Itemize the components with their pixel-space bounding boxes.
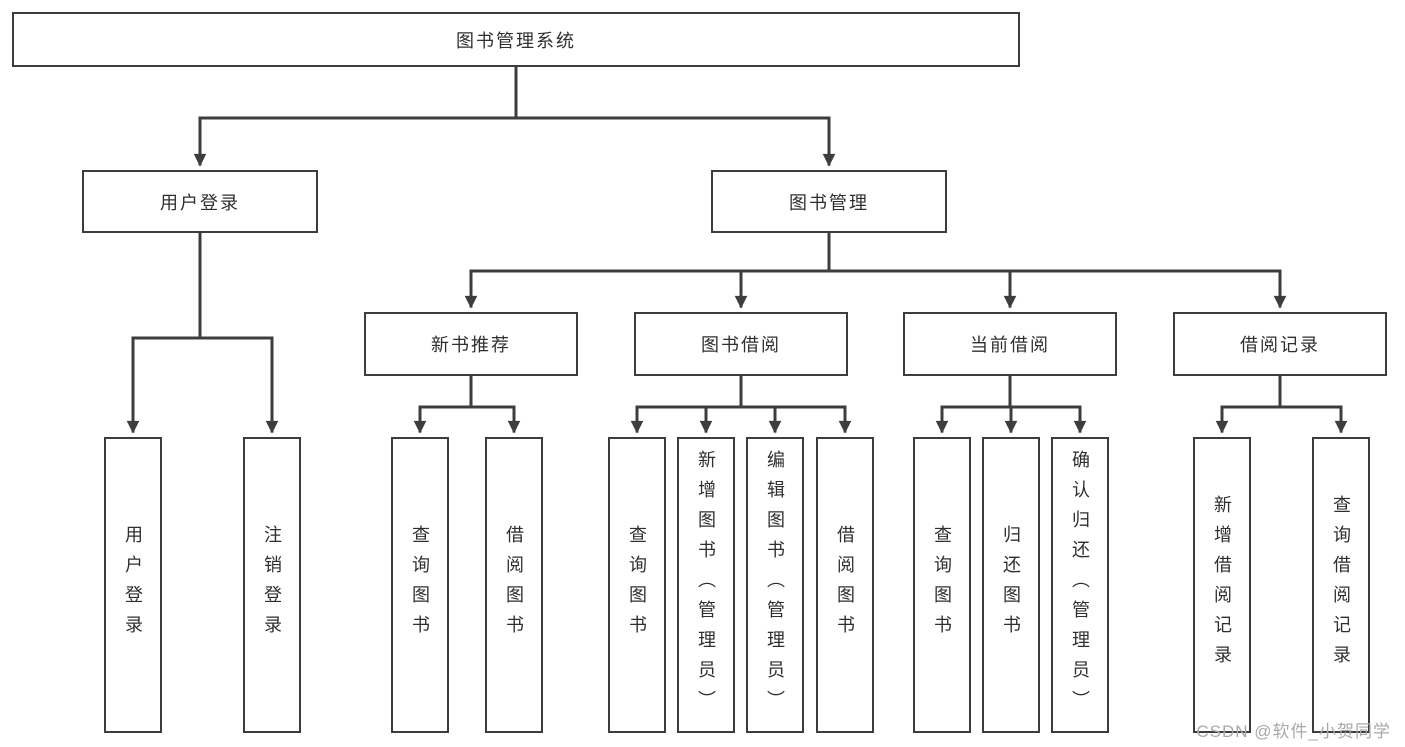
leaf-borrow-books: 借阅图书	[485, 437, 543, 733]
leaf-query-books: 查询图书	[391, 437, 449, 733]
node-new-book-recommend: 新书推荐	[364, 312, 578, 376]
leaf-logout: 注销登录	[243, 437, 301, 733]
leaf-label: 查询借阅记录	[1331, 495, 1351, 675]
leaf-add-books-admin: 新增图书（管理员）	[677, 437, 735, 733]
leaf-return-books: 归还图书	[982, 437, 1040, 733]
leaf-confirm-return-admin: 确认归还（管理员）	[1051, 437, 1109, 733]
leaf-borrow-books: 借阅图书	[816, 437, 874, 733]
node-label: 图书管理	[789, 192, 869, 213]
leaf-user-login: 用户登录	[104, 437, 162, 733]
node-user-login: 用户登录	[82, 170, 318, 233]
leaf-label: 归还图书	[1001, 525, 1021, 645]
node-book-borrow: 图书借阅	[634, 312, 848, 376]
leaf-label: 新增借阅记录	[1212, 495, 1232, 675]
leaf-query-books: 查询图书	[913, 437, 971, 733]
leaf-label: 查询图书	[410, 525, 430, 645]
node-label: 新书推荐	[431, 335, 511, 355]
leaf-query-books: 查询图书	[608, 437, 666, 733]
node-label: 用户登录	[160, 192, 240, 213]
leaf-label: 用户登录	[123, 525, 143, 645]
leaf-label: 查询图书	[627, 525, 647, 645]
node-label: 图书管理系统	[456, 30, 576, 51]
csdn-watermark: CSDN @软件_小贺同学	[1196, 722, 1391, 741]
node-library-management-system: 图书管理系统	[12, 12, 1020, 67]
leaf-label: 注销登录	[262, 525, 282, 645]
leaf-label: 借阅图书	[835, 525, 855, 645]
leaf-label: 确认归还（管理员）	[1070, 450, 1090, 720]
leaf-add-borrow-record: 新增借阅记录	[1193, 437, 1251, 733]
node-borrow-record: 借阅记录	[1173, 312, 1387, 376]
node-current-borrow: 当前借阅	[903, 312, 1117, 376]
leaf-label: 编辑图书（管理员）	[765, 450, 785, 720]
leaf-query-borrow-record: 查询借阅记录	[1312, 437, 1370, 733]
node-label: 当前借阅	[970, 335, 1050, 355]
leaf-edit-books-admin: 编辑图书（管理员）	[746, 437, 804, 733]
node-book-management: 图书管理	[711, 170, 947, 233]
node-label: 借阅记录	[1240, 335, 1320, 355]
node-label: 图书借阅	[701, 335, 781, 355]
leaf-label: 借阅图书	[504, 525, 524, 645]
leaf-label: 查询图书	[932, 525, 952, 645]
leaf-label: 新增图书（管理员）	[696, 450, 716, 720]
